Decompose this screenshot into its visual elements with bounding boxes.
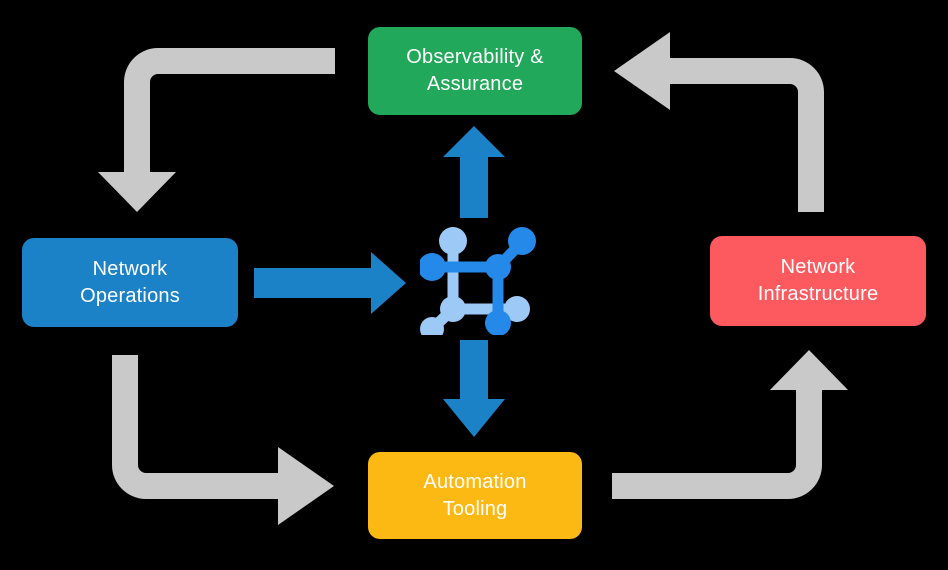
connector-operations-to-center [254, 252, 406, 314]
node-automation-tooling[interactable]: Automation Tooling [368, 452, 582, 539]
node-observability-line2: Assurance [426, 73, 524, 95]
node-infrastructure-label: Network Infrastructure [758, 254, 879, 308]
node-observability-and-assurance[interactable]: Observability & Assurance [368, 27, 582, 115]
node-network-infrastructure[interactable]: Network Infrastructure [710, 236, 926, 326]
node-observability-label: Observability & Assurance [406, 44, 544, 98]
node-infrastructure-line2: Infrastructure [757, 283, 879, 305]
node-infrastructure-line1: Network [780, 256, 856, 278]
node-operations-line2: Operations [80, 284, 180, 307]
connector-operations-to-automation [112, 355, 334, 525]
connector-center-to-observability [443, 126, 505, 218]
node-operations-label: Network Operations [80, 256, 180, 310]
node-network-operations[interactable]: Network Operations [22, 238, 238, 327]
node-automation-line1: Automation [423, 470, 527, 493]
node-automation-label: Automation Tooling [423, 469, 526, 523]
connector-infrastructure-to-observability [614, 32, 824, 212]
connector-automation-to-infrastructure [612, 350, 848, 499]
node-observability-line1: Observability & [406, 46, 544, 68]
connector-observability-to-operations [98, 48, 335, 212]
topology-dark-nodes [420, 227, 536, 335]
connector-center-to-automation [443, 340, 505, 437]
node-automation-line2: Tooling [442, 497, 508, 520]
topology-light-nodes [420, 227, 530, 335]
network-topology-icon [420, 227, 536, 335]
node-operations-line1: Network [92, 257, 168, 280]
